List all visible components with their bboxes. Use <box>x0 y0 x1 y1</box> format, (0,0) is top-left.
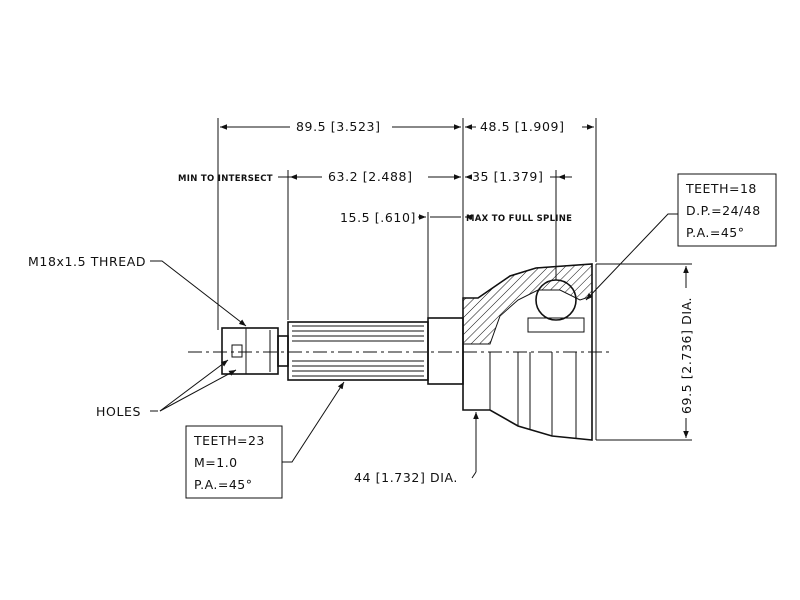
inner-spline-spec-box: TEETH=18 D.P.=24/48 P.A.=45° <box>677 173 777 247</box>
body-diameter-label: 44 [1.732] DIA. <box>354 470 458 485</box>
collar <box>277 335 289 367</box>
holes-callout: HOLES <box>96 359 237 419</box>
outer-spline-spec-box: TEETH=23 M=1.0 P.A.=45° <box>185 425 283 499</box>
inner-spline-leader <box>585 213 678 301</box>
outer-diameter-label: 69.5 [2.736] DIA. <box>679 297 694 414</box>
outer-module-label: M=1.0 <box>194 455 238 470</box>
max-to-full-spline-label: MAX TO FULL SPLINE <box>466 214 572 224</box>
cross-hole <box>231 344 243 358</box>
dimension-overall-right: 48.5 [1.909] <box>465 119 594 134</box>
overall-right-label: 48.5 [1.909] <box>480 119 565 134</box>
dimension-overall-left: 89.5 [3.523] <box>220 119 461 134</box>
min-to-intersect-label: MIN TO INTERSECT <box>178 174 273 184</box>
holes-label: HOLES <box>96 404 141 419</box>
inner-race <box>527 317 585 333</box>
inner-pa-label: P.A.=45° <box>686 225 745 240</box>
part-outline <box>221 263 597 441</box>
extension-lines <box>217 118 692 441</box>
dimension-full-spline: 15.5 [.610] MAX TO FULL SPLINE <box>340 210 572 225</box>
dimension-body-diameter: 44 [1.732] DIA. <box>354 412 479 485</box>
inner-dp-label: D.P.=24/48 <box>686 203 761 218</box>
thread-callout: M18x1.5 THREAD <box>28 254 247 327</box>
shaft-neck <box>427 317 464 385</box>
outer-teeth-label: TEETH=23 <box>193 433 265 448</box>
spline-lines <box>292 325 424 377</box>
full-spline-value: 15.5 [.610] <box>340 210 416 225</box>
thread-label: M18x1.5 THREAD <box>28 254 146 269</box>
bell-section-hatch <box>462 263 593 345</box>
joint-length-label: 35 [1.379] <box>472 169 543 184</box>
dimension-min-to-intersect: MIN TO INTERSECT 63.2 [2.488] <box>178 169 461 184</box>
min-to-intersect-value: 63.2 [2.488] <box>328 169 413 184</box>
dimension-outer-diameter: 69.5 [2.736] DIA. <box>679 266 694 438</box>
overall-left-label: 89.5 [3.523] <box>296 119 381 134</box>
inner-teeth-label: TEETH=18 <box>685 181 757 196</box>
outer-pa-label: P.A.=45° <box>194 477 253 492</box>
outer-spline-leader <box>282 381 345 463</box>
dimension-joint-length: 35 [1.379] <box>465 169 572 184</box>
